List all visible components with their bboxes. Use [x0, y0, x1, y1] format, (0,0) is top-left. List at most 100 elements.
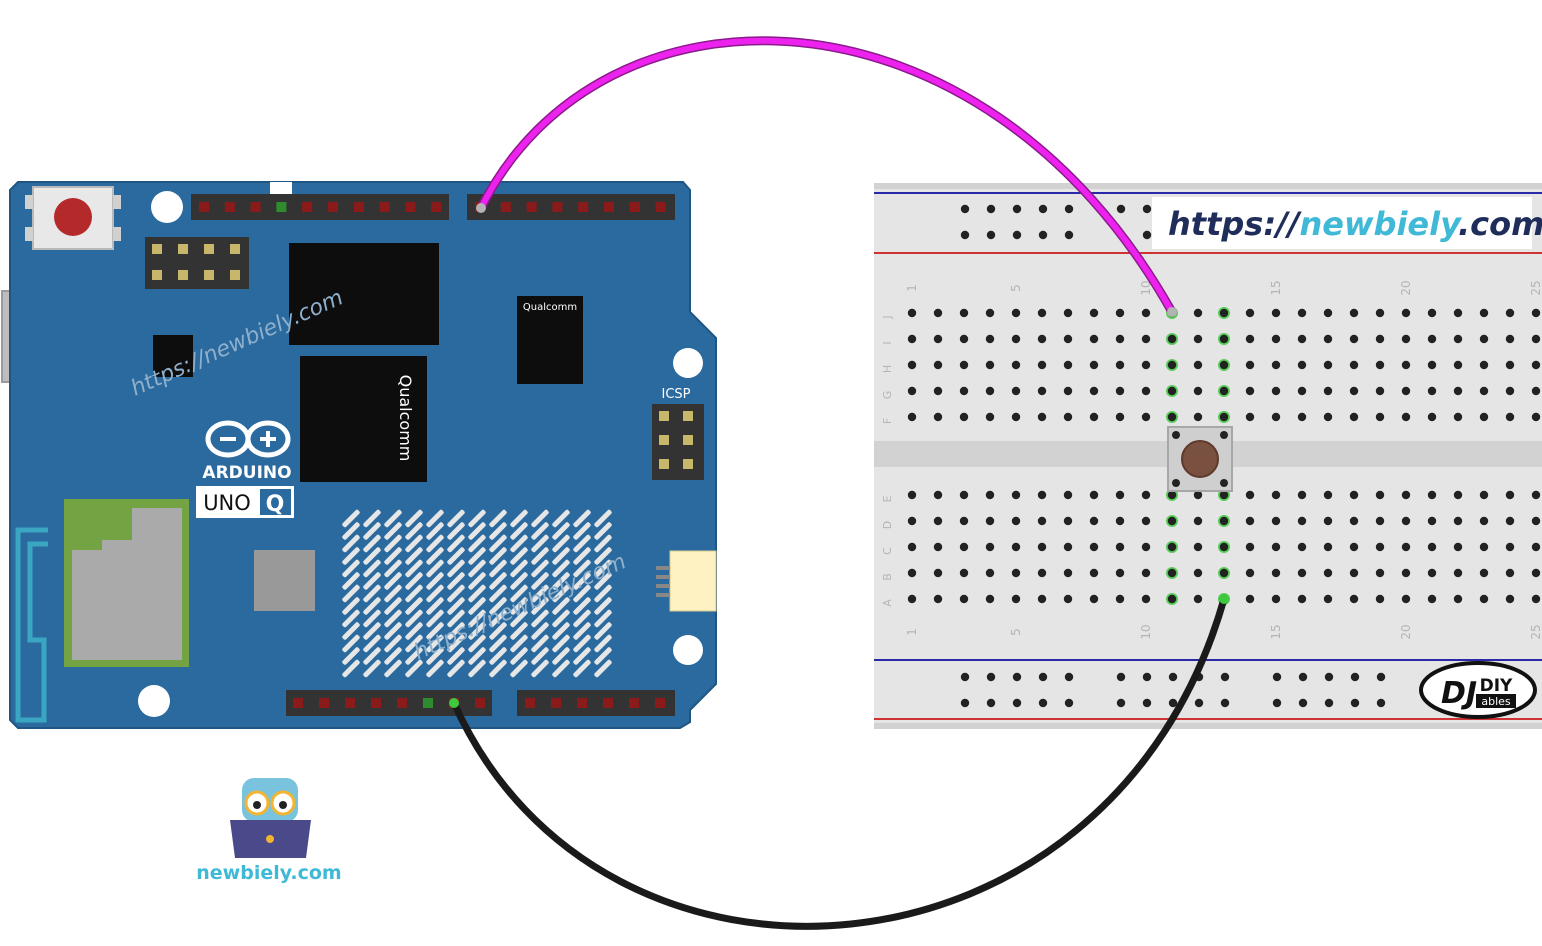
rail-hole[interactable]: [986, 672, 996, 682]
breadboard-hole[interactable]: [959, 308, 969, 318]
breadboard-hole[interactable]: [933, 334, 943, 344]
breadboard-hole[interactable]: [1453, 386, 1463, 396]
breadboard-hole[interactable]: [1531, 412, 1541, 422]
breadboard-hole[interactable]: [1297, 516, 1307, 526]
breadboard-hole[interactable]: [1141, 360, 1151, 370]
breadboard-hole[interactable]: [1453, 594, 1463, 604]
breadboard-hole[interactable]: [1323, 568, 1333, 578]
breadboard-hole[interactable]: [1479, 308, 1489, 318]
rail-hole[interactable]: [986, 230, 996, 240]
rail-hole[interactable]: [960, 230, 970, 240]
breadboard-hole[interactable]: [907, 594, 917, 604]
breadboard-hole[interactable]: [1271, 516, 1281, 526]
breadboard-hole[interactable]: [1271, 334, 1281, 344]
breadboard-hole[interactable]: [1479, 594, 1489, 604]
breadboard-hole[interactable]: [1011, 568, 1021, 578]
rail-hole[interactable]: [1012, 672, 1022, 682]
breadboard-hole[interactable]: [1219, 568, 1229, 578]
breadboard-hole[interactable]: [1297, 334, 1307, 344]
breadboard-hole[interactable]: [1401, 542, 1411, 552]
breadboard-hole[interactable]: [1479, 516, 1489, 526]
breadboard-hole[interactable]: [1063, 490, 1073, 500]
breadboard-hole[interactable]: [1037, 386, 1047, 396]
breadboard-hole[interactable]: [1141, 542, 1151, 552]
breadboard-hole[interactable]: [1167, 542, 1177, 552]
breadboard-hole[interactable]: [1323, 334, 1333, 344]
breadboard-hole[interactable]: [1375, 490, 1385, 500]
breadboard-hole[interactable]: [959, 542, 969, 552]
breadboard-hole[interactable]: [959, 412, 969, 422]
breadboard-hole[interactable]: [907, 334, 917, 344]
rail-hole[interactable]: [1064, 698, 1074, 708]
breadboard-hole[interactable]: [1167, 594, 1177, 604]
breadboard-hole[interactable]: [1271, 594, 1281, 604]
breadboard-hole[interactable]: [1193, 360, 1203, 370]
breadboard-hole[interactable]: [1141, 308, 1151, 318]
breadboard-hole[interactable]: [1219, 308, 1229, 318]
breadboard-hole[interactable]: [1115, 308, 1125, 318]
breadboard-hole[interactable]: [1011, 412, 1021, 422]
breadboard-hole[interactable]: [1531, 308, 1541, 318]
breadboard-hole[interactable]: [1505, 412, 1515, 422]
breadboard-hole[interactable]: [1089, 490, 1099, 500]
breadboard-hole[interactable]: [1063, 594, 1073, 604]
breadboard-hole[interactable]: [1167, 568, 1177, 578]
breadboard-hole[interactable]: [1427, 568, 1437, 578]
breadboard-hole[interactable]: [1037, 360, 1047, 370]
breadboard-hole[interactable]: [1375, 516, 1385, 526]
breadboard-hole[interactable]: [1115, 334, 1125, 344]
breadboard-hole[interactable]: [985, 412, 995, 422]
breadboard-hole[interactable]: [1349, 542, 1359, 552]
breadboard-hole[interactable]: [1271, 490, 1281, 500]
breadboard-hole[interactable]: [1427, 334, 1437, 344]
breadboard-hole[interactable]: [985, 568, 995, 578]
breadboard-hole[interactable]: [1245, 594, 1255, 604]
breadboard-hole[interactable]: [1063, 308, 1073, 318]
breadboard-hole[interactable]: [1479, 360, 1489, 370]
breadboard-hole[interactable]: [1349, 412, 1359, 422]
breadboard-hole[interactable]: [1297, 308, 1307, 318]
breadboard-hole[interactable]: [933, 308, 943, 318]
breadboard-hole[interactable]: [1323, 490, 1333, 500]
breadboard-hole[interactable]: [1401, 308, 1411, 318]
breadboard-hole[interactable]: [1453, 542, 1463, 552]
breadboard-hole[interactable]: [1531, 386, 1541, 396]
breadboard-hole[interactable]: [959, 568, 969, 578]
breadboard-hole[interactable]: [1219, 360, 1229, 370]
rail-hole[interactable]: [1376, 698, 1386, 708]
breadboard-hole[interactable]: [1323, 594, 1333, 604]
breadboard-hole[interactable]: [1063, 568, 1073, 578]
breadboard-hole[interactable]: [907, 568, 917, 578]
breadboard-hole[interactable]: [1193, 542, 1203, 552]
breadboard-hole[interactable]: [1375, 594, 1385, 604]
breadboard-hole[interactable]: [1089, 594, 1099, 604]
breadboard-hole[interactable]: [1531, 568, 1541, 578]
breadboard-hole[interactable]: [907, 516, 917, 526]
breadboard-hole[interactable]: [1427, 594, 1437, 604]
reset-button[interactable]: [54, 198, 92, 236]
breadboard-hole[interactable]: [1037, 542, 1047, 552]
breadboard-hole[interactable]: [1141, 594, 1151, 604]
breadboard-hole[interactable]: [1271, 360, 1281, 370]
breadboard-hole[interactable]: [1089, 334, 1099, 344]
breadboard-hole[interactable]: [1271, 308, 1281, 318]
breadboard-hole[interactable]: [1531, 542, 1541, 552]
breadboard-hole[interactable]: [959, 516, 969, 526]
breadboard-hole[interactable]: [1297, 594, 1307, 604]
breadboard-hole[interactable]: [1245, 542, 1255, 552]
breadboard-hole[interactable]: [1375, 542, 1385, 552]
breadboard-hole[interactable]: [1453, 308, 1463, 318]
breadboard-hole[interactable]: [1037, 568, 1047, 578]
breadboard-hole[interactable]: [1531, 360, 1541, 370]
breadboard-hole[interactable]: [1401, 516, 1411, 526]
rail-hole[interactable]: [1168, 698, 1178, 708]
breadboard-hole[interactable]: [1401, 568, 1411, 578]
breadboard-hole[interactable]: [959, 594, 969, 604]
breadboard-hole[interactable]: [1453, 334, 1463, 344]
breadboard-hole[interactable]: [1037, 594, 1047, 604]
breadboard-hole[interactable]: [1089, 542, 1099, 552]
breadboard-hole[interactable]: [1401, 594, 1411, 604]
rail-hole[interactable]: [1142, 698, 1152, 708]
rail-hole[interactable]: [1350, 698, 1360, 708]
breadboard-hole[interactable]: [1141, 412, 1151, 422]
